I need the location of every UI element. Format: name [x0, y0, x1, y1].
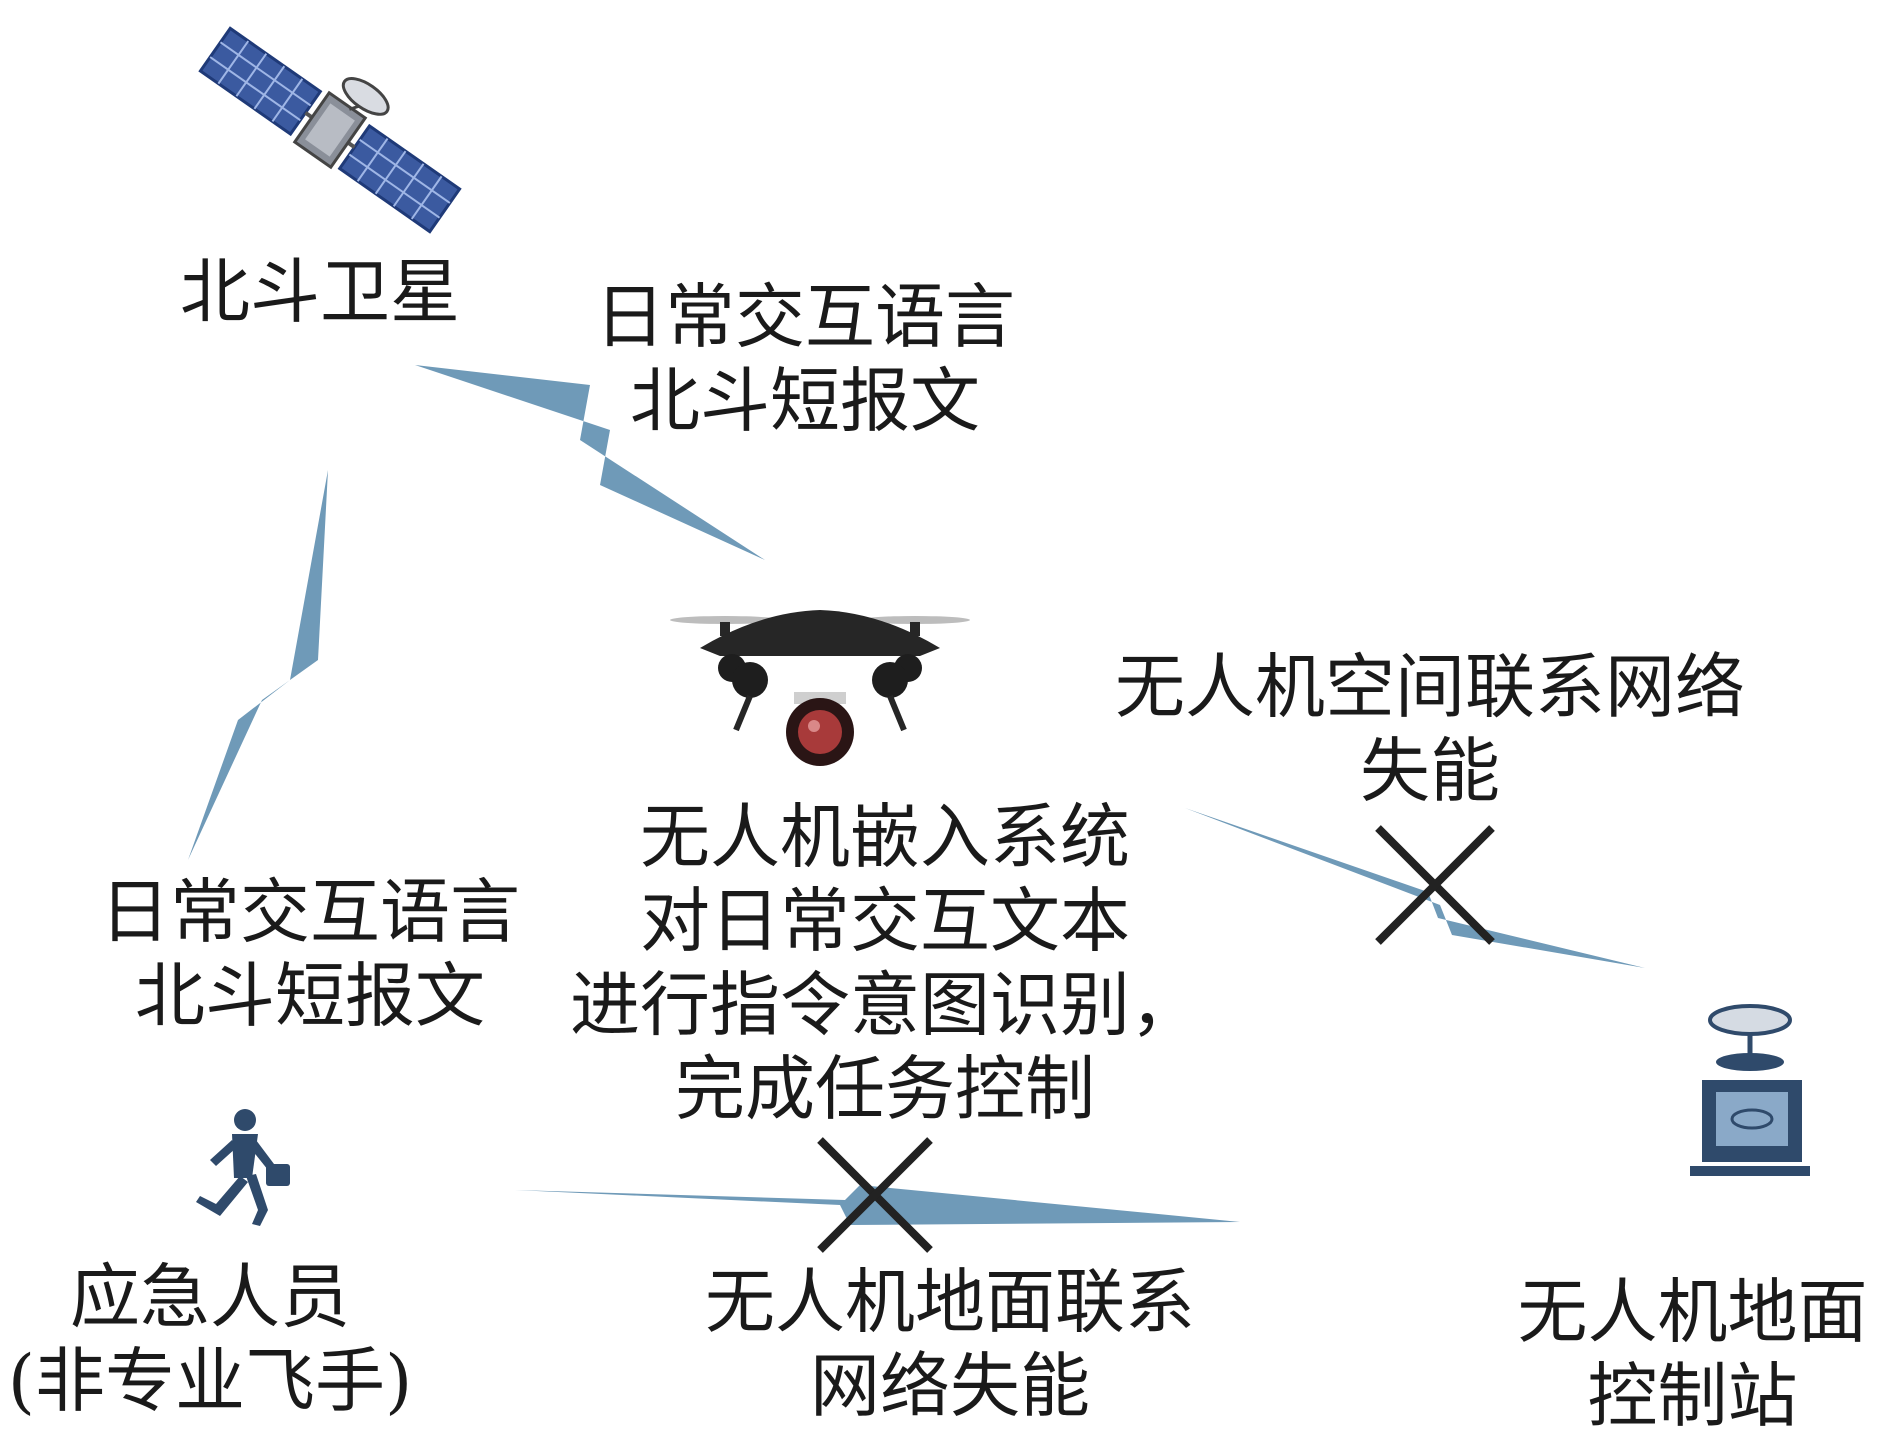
link-label-line: 无人机地面联系 [705, 1261, 1195, 1343]
drone-label: 无人机嵌入系统 对日常交互文本 进行指令意图识别， 完成任务控制 [545, 795, 1225, 1131]
cross-person-drone [817, 1137, 933, 1253]
link-label-line: 失能 [1360, 730, 1500, 812]
link-label-line: 日常交互语言 [595, 276, 1015, 358]
link-label-line: 北斗短报文 [630, 360, 980, 442]
drone-label-line: 对日常交互文本 [640, 880, 1130, 962]
ground-station-icon [1690, 1004, 1810, 1176]
ground-station-label-line: 无人机地面 [1517, 1271, 1868, 1353]
link-person-drone [515, 1185, 1240, 1225]
satellite-icon [198, 26, 462, 234]
link-person-drone-label: 无人机地面联系 网络失能 [670, 1260, 1230, 1428]
ground-station-label: 无人机地面 控制站 [1495, 1270, 1890, 1438]
link-label-line: 无人机空间联系网络 [1115, 646, 1745, 728]
drone-icon [670, 610, 970, 766]
person-label-line: 应急人员 [70, 1256, 350, 1338]
ground-station-label-line: 控制站 [1587, 1355, 1798, 1437]
link-satellite-person [188, 470, 328, 860]
link-label-line: 北斗短报文 [135, 955, 485, 1037]
running-person-icon [196, 1109, 290, 1226]
link-drone-station-label: 无人机空间联系网络 失能 [1080, 645, 1780, 813]
drone-label-line: 无人机嵌入系统 [640, 796, 1130, 878]
link-drone-station [1185, 808, 1645, 968]
link-label-line: 网络失能 [810, 1345, 1090, 1427]
drone-label-line: 进行指令意图识别， [570, 964, 1200, 1046]
person-label-line: (非专业飞手) [7, 1340, 413, 1422]
cross-drone-station [1375, 825, 1495, 945]
link-satellite-person-label: 日常交互语言 北斗短报文 [80, 870, 540, 1038]
link-satellite-drone [415, 365, 765, 560]
person-label: 应急人员 (非专业飞手) [0, 1255, 420, 1423]
satellite-label: 北斗卫星 [150, 250, 490, 334]
satellite-label-text: 北斗卫星 [180, 251, 460, 333]
link-satellite-drone-label: 日常交互语言 北斗短报文 [545, 275, 1065, 443]
drone-label-line: 完成任务控制 [675, 1048, 1095, 1130]
link-label-line: 日常交互语言 [100, 871, 520, 953]
